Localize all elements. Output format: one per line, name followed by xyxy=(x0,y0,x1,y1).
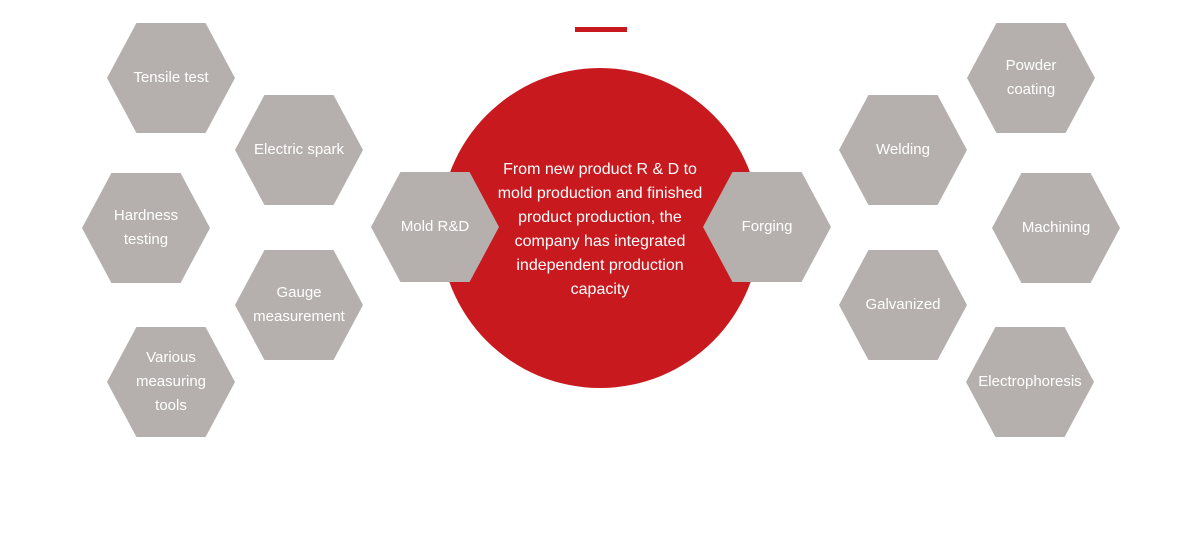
hex-machining: Machining xyxy=(992,173,1120,283)
hex-label: Welding xyxy=(876,141,930,158)
title-accent-bar xyxy=(575,27,627,32)
hex-forging: Forging xyxy=(703,172,831,282)
hex-tensile-test: Tensile test xyxy=(107,23,235,133)
hex-gauge-measurement: Gauge measurement xyxy=(235,250,363,360)
hex-label: Forging xyxy=(741,218,793,235)
hex-label: Hardness testing xyxy=(113,207,179,248)
hex-label: Electrophoresis xyxy=(978,373,1082,390)
hex-label: Powder coating xyxy=(1005,57,1057,98)
hex-electric-spark: Electric spark xyxy=(235,95,363,205)
hex-label: Galvanized xyxy=(865,296,941,313)
hex-label: Various measuring tools xyxy=(135,349,207,414)
hex-galvanized: Galvanized xyxy=(839,250,967,360)
hex-label: Gauge measurement xyxy=(253,284,345,325)
hex-label: Machining xyxy=(1021,219,1091,236)
hex-welding: Welding xyxy=(839,95,967,205)
center-description: From new product R & D to mold productio… xyxy=(497,161,703,298)
hex-label: Mold R&D xyxy=(400,218,470,235)
hex-powder-coating: Powder coating xyxy=(967,23,1095,133)
hex-electrophoresis: Electrophoresis xyxy=(966,327,1094,437)
hex-mold-rd: Mold R&D xyxy=(371,172,499,282)
hex-hardness-testing: Hardness testing xyxy=(82,173,210,283)
hex-various-measuring-tools: Various measuring tools xyxy=(107,327,235,437)
hex-label: Electric spark xyxy=(253,141,345,158)
hex-label: Tensile test xyxy=(133,69,209,86)
